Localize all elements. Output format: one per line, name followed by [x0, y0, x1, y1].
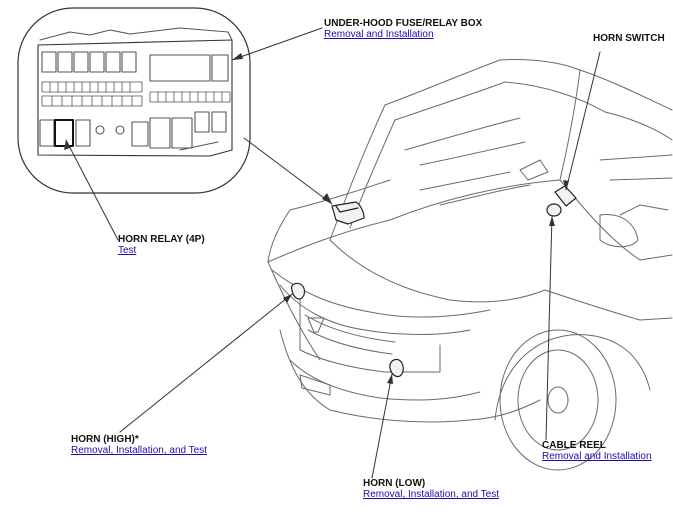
- horn-high-label: HORN (HIGH)*: [71, 434, 139, 445]
- arrowheads: [64, 53, 569, 384]
- horn-high-shape: [290, 282, 306, 300]
- fuse-box-on-vehicle: [331, 201, 365, 225]
- horn-switch-shape: [554, 185, 577, 207]
- fuse-box-callout: UNDER-HOOD FUSE/RELAY BOX Removal and In…: [324, 18, 482, 40]
- cable-reel-link[interactable]: Removal and Installation: [542, 451, 652, 462]
- horn-switch-callout: HORN SWITCH: [593, 33, 665, 44]
- horn-high-callout: HORN (HIGH)* Removal, Installation, and …: [71, 434, 207, 456]
- fuse-box-label: UNDER-HOOD FUSE/RELAY BOX: [324, 18, 483, 29]
- horn-relay-test-link[interactable]: Test: [118, 245, 137, 256]
- leader-lines: [65, 27, 601, 479]
- horn-low-label: HORN (LOW): [363, 478, 426, 489]
- horn-low-link[interactable]: Removal, Installation, and Test: [363, 489, 500, 500]
- fuse-box-zoom-bubble: [17, 7, 251, 194]
- horn-relay-callout: HORN RELAY (4P) Test: [118, 234, 205, 256]
- cable-reel-label: CABLE REEL: [542, 440, 606, 451]
- horn-high-link[interactable]: Removal, Installation, and Test: [71, 445, 208, 456]
- horn-switch-label: HORN SWITCH: [593, 33, 665, 44]
- horn-relay-label: HORN RELAY (4P): [118, 234, 205, 245]
- vehicle-body: [267, 59, 673, 471]
- cable-reel-shape: [546, 203, 562, 217]
- cable-reel-callout: CABLE REEL Removal and Installation: [542, 440, 652, 462]
- horn-low-callout: HORN (LOW) Removal, Installation, and Te…: [363, 478, 499, 500]
- horn-low-shape: [389, 358, 404, 378]
- fuse-box-removal-link[interactable]: Removal and Installation: [324, 29, 434, 40]
